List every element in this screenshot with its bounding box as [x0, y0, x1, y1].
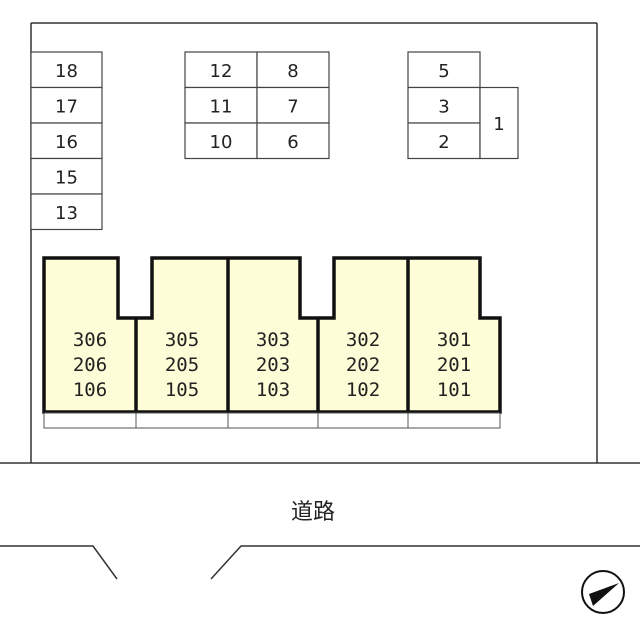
road-label: 道路	[291, 500, 335, 525]
parking-slot-6: 6	[256, 122, 330, 160]
unit-number: 202	[346, 354, 380, 376]
parking-slot-3: 3	[407, 86, 481, 124]
parking-slot-18: 18	[30, 51, 103, 89]
parking-slot-box	[30, 193, 103, 231]
parking-slot-number: 7	[287, 96, 298, 117]
parking-lot: 18 17 16 15 13 12 8 11 7 10 6 5 3 2 1	[30, 51, 519, 231]
balcony	[407, 412, 501, 429]
unit-number: 105	[165, 379, 199, 401]
unit-number: 205	[165, 354, 199, 376]
north-arrow-icon	[581, 570, 625, 614]
parking-slot-11: 11	[184, 86, 258, 124]
parking-slot-box	[407, 122, 481, 160]
parking-slot-5: 5	[407, 51, 481, 89]
parking-slot-8: 8	[256, 51, 330, 89]
unit-number: 206	[73, 354, 107, 376]
balconies	[43, 412, 501, 429]
unit-number: 101	[437, 379, 471, 401]
parking-slot-box	[30, 122, 103, 160]
parking-slot-number: 10	[210, 132, 233, 153]
parking-slot-box	[256, 122, 330, 160]
parking-slot-12: 12	[184, 51, 258, 89]
parking-slot-number: 13	[55, 203, 78, 224]
parking-slot-2: 2	[407, 122, 481, 160]
unit-number: 303	[256, 329, 290, 351]
parking-slot-number: 3	[438, 96, 449, 117]
parking-slot-17: 17	[30, 86, 103, 124]
parking-slot-box	[184, 86, 258, 124]
balcony	[135, 412, 229, 429]
unit-number: 106	[73, 379, 107, 401]
balcony	[317, 412, 409, 429]
parking-slot-number: 2	[438, 132, 449, 153]
parking-slot-box	[407, 86, 481, 124]
parking-slot-number: 15	[55, 167, 78, 188]
parking-slot-number: 12	[210, 61, 233, 82]
parking-slot-16: 16	[30, 122, 103, 160]
parking-slot-number: 18	[55, 61, 78, 82]
parking-slot-number: 11	[210, 96, 233, 117]
parking-slot-13: 13	[30, 193, 103, 231]
parking-slot-10: 10	[184, 122, 258, 160]
parking-slot-box	[30, 86, 103, 124]
unit-number: 201	[437, 354, 471, 376]
road	[0, 462, 640, 580]
apartment-building: 306 206 106 305 205 105 303 203 103 302 202 102 301 2…	[42, 256, 502, 429]
balcony	[227, 412, 319, 429]
parking-slot-box	[407, 51, 481, 89]
unit-number: 302	[346, 329, 380, 351]
parking-slot-number: 1	[493, 114, 504, 135]
parking-slot-box	[184, 122, 258, 160]
parking-slot-15: 15	[30, 157, 103, 195]
unit-number: 102	[346, 379, 380, 401]
balcony	[43, 412, 137, 429]
parking-slot-box	[479, 86, 519, 160]
unit-number: 305	[165, 329, 199, 351]
parking-slot-7: 7	[256, 86, 330, 124]
parking-slot-box	[184, 51, 258, 89]
parking-slot-1: 1	[479, 86, 519, 160]
unit-number: 301	[437, 329, 471, 351]
parking-slot-number: 5	[438, 61, 449, 82]
unit-number: 203	[256, 354, 290, 376]
parking-slot-box	[256, 51, 330, 89]
unit-dividers	[134, 258, 410, 412]
unit-number: 306	[73, 329, 107, 351]
parking-slot-number: 6	[287, 132, 298, 153]
parking-slot-number: 8	[287, 61, 298, 82]
parking-slot-number: 16	[55, 132, 78, 153]
unit-number: 103	[256, 379, 290, 401]
unit-labels: 306 206 106 305 205 105 303 203 103 302 202 102 301 2…	[73, 329, 471, 401]
parking-slot-number: 17	[55, 96, 78, 117]
